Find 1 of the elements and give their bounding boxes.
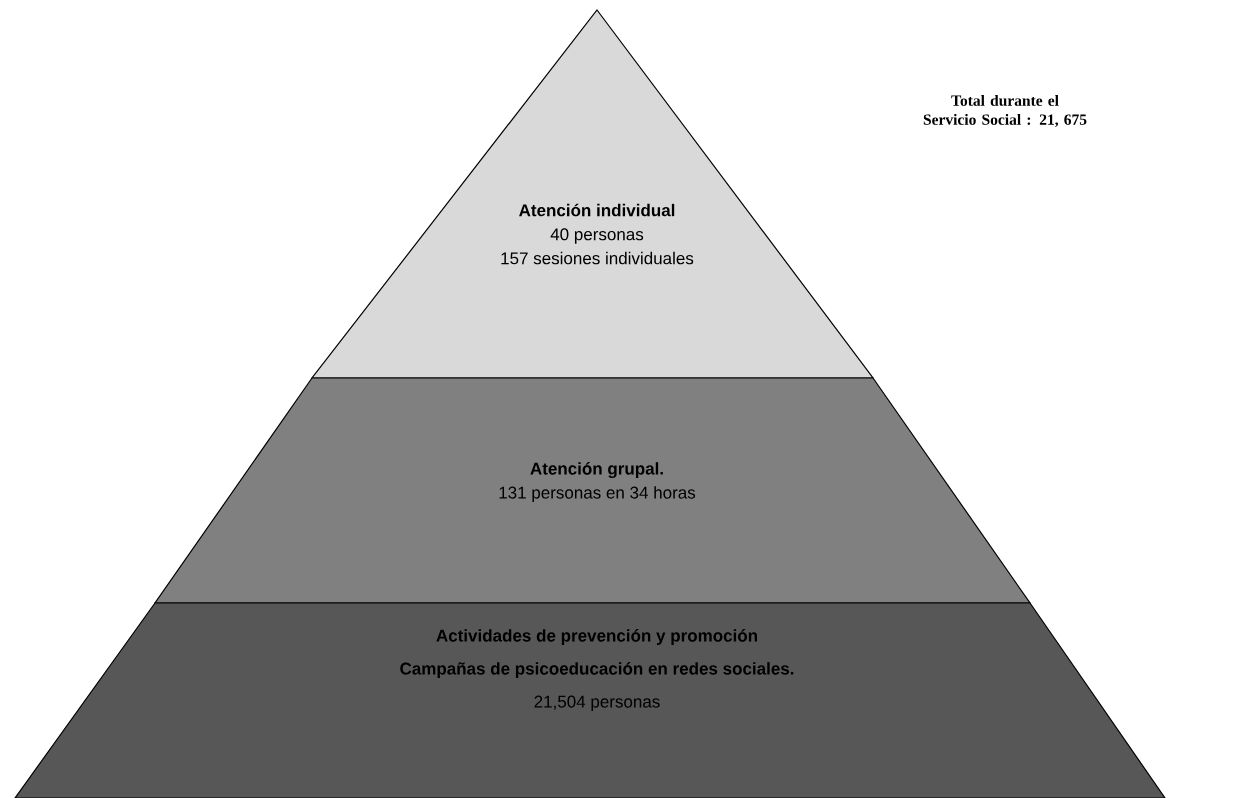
total-note: Total durante el Servicio Social : 21, 675 [923,94,1087,128]
